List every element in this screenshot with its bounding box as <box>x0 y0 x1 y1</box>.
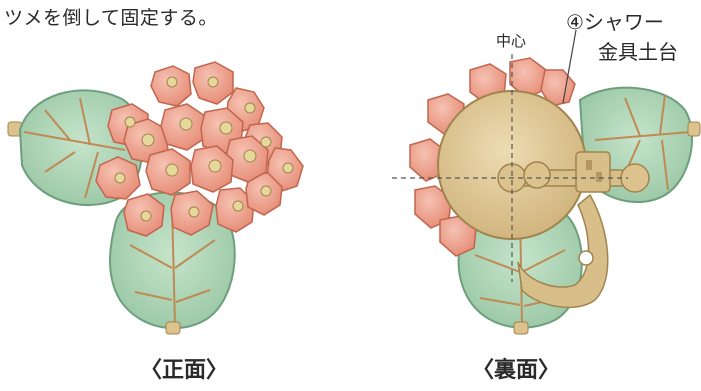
instruction-text: ツメを倒して固定する。 <box>4 7 218 29</box>
part-leader-line <box>562 29 577 104</box>
caption-back: 〈裏面〉 <box>472 358 561 383</box>
center-guide-lines <box>392 54 628 282</box>
caption-front: 〈正面〉 <box>140 358 229 383</box>
part-label-line2: 金具土台 <box>598 40 678 64</box>
front-view <box>7 61 304 335</box>
center-label: 中心 <box>496 32 527 50</box>
back-view <box>392 29 701 335</box>
front-bead-cluster <box>95 61 304 237</box>
earring-clip <box>497 151 650 309</box>
part-label-line1: ④シャワー <box>566 10 664 34</box>
